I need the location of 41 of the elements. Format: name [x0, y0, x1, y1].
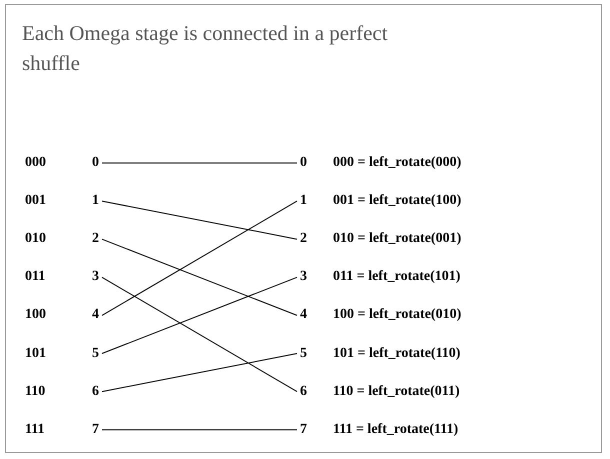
- rotation-equation: 000 = left_rotate(000): [333, 154, 462, 172]
- port-number: 0: [92, 154, 99, 172]
- connection-line: [102, 276, 298, 392]
- rotation-equation: 001 = left_rotate(100): [333, 192, 462, 210]
- port-number: 6: [300, 382, 307, 401]
- rotation-equation: 111 = left_rotate(111): [333, 420, 458, 439]
- title: Each Omega stage is connected in a perfect shuffle: [22, 20, 389, 77]
- port-number: 5: [92, 344, 99, 362]
- port-number: 3: [300, 268, 307, 286]
- rotation-equation: 110 = left_rotate(011): [333, 382, 460, 401]
- binary-address: 010: [25, 230, 46, 248]
- rotation-equation: 011 = left_rotate(101): [333, 268, 460, 286]
- port-number: 3: [92, 268, 99, 286]
- binary-address: 100: [25, 306, 46, 324]
- binary-address: 111: [25, 420, 44, 439]
- connection-line: [102, 238, 298, 316]
- rotation-equation: 010 = left_rotate(001): [333, 230, 462, 248]
- port-number: 4: [300, 306, 307, 324]
- port-number: 0: [300, 154, 307, 172]
- connection-line: [102, 162, 298, 164]
- rotation-equation: 100 = left_rotate(010): [333, 306, 462, 324]
- connection-line: [102, 429, 298, 430]
- port-number: 2: [92, 230, 99, 248]
- connection-line: [102, 200, 298, 240]
- port-number: 5: [300, 344, 307, 362]
- binary-address: 110: [25, 382, 46, 401]
- port-number: 1: [300, 192, 307, 210]
- connection-line: [102, 200, 298, 316]
- binary-address: 000: [25, 154, 46, 172]
- connection-line: [102, 276, 298, 354]
- binary-address: 101: [25, 344, 46, 362]
- port-number: 1: [92, 192, 99, 210]
- port-number: 2: [300, 230, 307, 248]
- port-number: 4: [92, 306, 99, 324]
- rotation-equation: 101 = left_rotate(110): [333, 344, 460, 362]
- binary-address: 011: [25, 268, 46, 286]
- port-number: 7: [300, 420, 307, 439]
- port-number: 7: [92, 420, 99, 439]
- connection-line: [102, 353, 298, 392]
- port-number: 6: [92, 382, 99, 401]
- binary-address: 001: [25, 192, 46, 210]
